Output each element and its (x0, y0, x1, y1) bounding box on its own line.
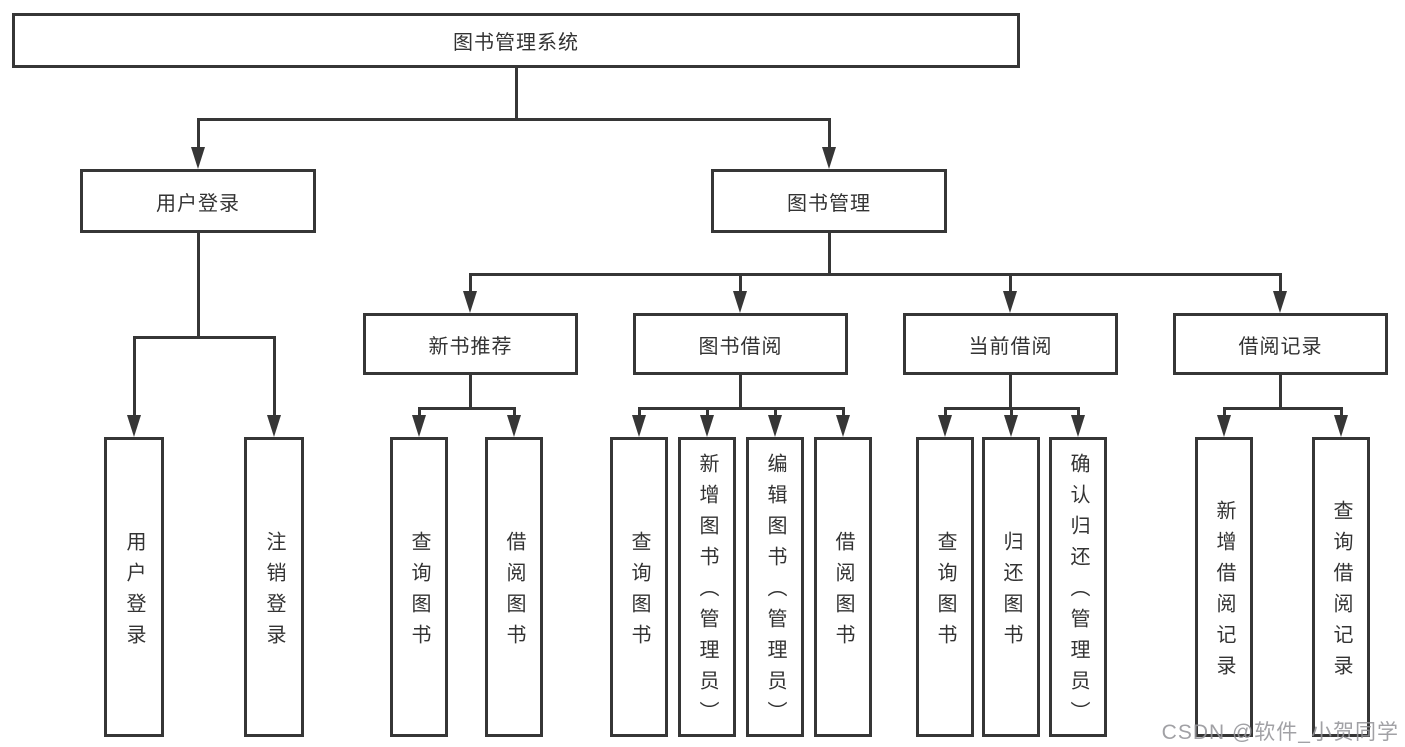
arrow-down-icon (507, 415, 521, 437)
connector-stem (1009, 407, 1013, 417)
node-query-borrow-record: 查询借阅记录 (1312, 437, 1370, 737)
node-label: 查询图书 (934, 530, 956, 655)
arrow-down-icon (1071, 415, 1085, 437)
node-label: 新增图书（管理员） (696, 453, 718, 732)
connector-stem (1278, 273, 1282, 292)
node-current-borrowing: 当前借阅 (903, 313, 1118, 375)
arrow-down-icon (1003, 291, 1017, 313)
connector-stem (1076, 407, 1080, 417)
connector-stem (705, 407, 709, 417)
node-label: 图书管理系统 (453, 32, 579, 54)
node-label: 查询图书 (628, 530, 650, 655)
connector-stem (196, 118, 200, 149)
connector-horizontal (132, 336, 276, 339)
arrow-down-icon (632, 415, 646, 437)
node-label: 当前借阅 (968, 335, 1053, 358)
arrow-down-icon (1273, 291, 1287, 313)
arrow-down-icon (733, 291, 747, 313)
connector-stem (272, 336, 276, 416)
connector-stem (512, 407, 516, 417)
node-library-management-system: 图书管理系统 (12, 13, 1020, 68)
node-query-books-1: 查询图书 (390, 437, 448, 737)
node-label: 借阅图书 (503, 530, 525, 655)
connector-stem (827, 233, 831, 273)
connector-horizontal (417, 407, 516, 410)
node-label: 新书推荐 (428, 335, 513, 358)
node-label: 新增借阅记录 (1213, 499, 1235, 686)
connector-stem (469, 375, 472, 407)
node-label: 归还图书 (1000, 530, 1022, 655)
connector-stem (132, 336, 136, 416)
node-label: 查询图书 (408, 530, 430, 655)
connector-stem (841, 407, 845, 417)
node-user-login: 用户登录 (80, 169, 316, 233)
connector-stem (1009, 375, 1012, 407)
connector-stem (943, 407, 947, 417)
connector-horizontal (637, 407, 845, 410)
arrow-down-icon (938, 415, 952, 437)
connector-horizontal (1222, 407, 1343, 410)
connector-level1-horizontal (196, 118, 831, 121)
node-borrowing-records: 借阅记录 (1173, 313, 1388, 375)
connector-stem (196, 233, 200, 336)
arrow-down-icon (836, 415, 850, 437)
node-query-books-3: 查询图书 (916, 437, 974, 737)
node-label: 编辑图书（管理员） (764, 453, 786, 732)
node-label: 用户登录 (156, 192, 240, 215)
connector-stem (1339, 407, 1343, 417)
connector-stem (637, 407, 641, 417)
connector-root-stem (514, 68, 518, 118)
node-label: 确认归还（管理员） (1067, 453, 1089, 732)
node-add-borrow-record: 新增借阅记录 (1195, 437, 1253, 737)
node-return-book: 归还图书 (982, 437, 1040, 737)
node-logout: 注销登录 (244, 437, 304, 737)
arrow-down-icon (1334, 415, 1348, 437)
node-edit-book-admin: 编辑图书（管理员） (746, 437, 804, 737)
node-label: 图书管理 (787, 192, 871, 215)
node-user-login-leaf: 用户登录 (104, 437, 164, 737)
node-new-book-recommend: 新书推荐 (363, 313, 578, 375)
arrow-down-icon (768, 415, 782, 437)
connector-horizontal (468, 273, 1282, 276)
node-book-borrowing: 图书借阅 (633, 313, 848, 375)
connector-stem (827, 118, 831, 149)
node-label: 查询借阅记录 (1330, 499, 1352, 686)
node-label: 注销登录 (263, 530, 285, 655)
arrow-down-icon (191, 147, 205, 169)
node-label: 借阅图书 (832, 530, 854, 655)
csdn-watermark: CSDN @软件_小贺同学 (1161, 721, 1399, 744)
arrow-down-icon (267, 415, 281, 437)
node-borrow-books-2: 借阅图书 (814, 437, 872, 737)
node-add-book-admin: 新增图书（管理员） (678, 437, 736, 737)
node-label: 图书借阅 (698, 335, 783, 358)
connector-stem (773, 407, 777, 417)
connector-stem (1008, 273, 1012, 292)
arrow-down-icon (1217, 415, 1231, 437)
connector-stem (1222, 407, 1226, 417)
node-confirm-return-admin: 确认归还（管理员） (1049, 437, 1107, 737)
arrow-down-icon (1004, 415, 1018, 437)
node-query-books-2: 查询图书 (610, 437, 668, 737)
node-borrow-books-1: 借阅图书 (485, 437, 543, 737)
arrow-down-icon (127, 415, 141, 437)
node-label: 借阅记录 (1238, 335, 1323, 358)
connector-stem (1279, 375, 1282, 407)
connector-stem (738, 273, 742, 292)
node-label: 用户登录 (123, 530, 145, 655)
arrow-down-icon (822, 147, 836, 169)
arrow-down-icon (412, 415, 426, 437)
arrow-down-icon (700, 415, 714, 437)
node-book-management: 图书管理 (711, 169, 947, 233)
connector-stem (468, 273, 472, 292)
connector-stem (417, 407, 421, 417)
arrow-down-icon (463, 291, 477, 313)
connector-stem (739, 375, 742, 407)
